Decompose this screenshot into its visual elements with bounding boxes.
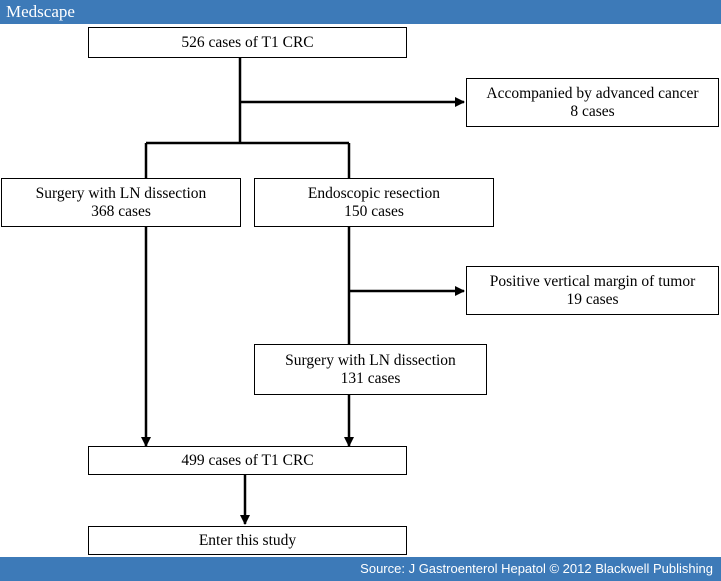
box-excluded-margin-count: 19 cases [566, 290, 619, 308]
bottom-banner: Source: J Gastroenterol Hepatol © 2012 B… [0, 557, 721, 581]
box-endoscopic-count: 150 cases [344, 202, 404, 220]
medscape-logo: Medscape [6, 2, 75, 21]
box-total-cases-label: 526 cases of T1 CRC [181, 33, 314, 51]
box-endoscopic-resection: Endoscopic resection 150 cases [254, 178, 494, 227]
box-excluded-margin-title: Positive vertical margin of tumor [489, 272, 696, 290]
box-final-cases-label: 499 cases of T1 CRC [181, 451, 314, 469]
box-excluded-positive-margin: Positive vertical margin of tumor 19 cas… [466, 266, 719, 315]
box-enter-study-label: Enter this study [198, 531, 297, 549]
box-final-cases: 499 cases of T1 CRC [88, 446, 407, 475]
box-enter-study: Enter this study [88, 526, 407, 555]
top-banner: Medscape [0, 0, 721, 24]
box-total-cases: 526 cases of T1 CRC [88, 27, 407, 58]
box-excluded-advanced-count: 8 cases [570, 102, 615, 120]
box-surgery-ln-count: 368 cases [91, 202, 151, 220]
box-surgery-ln-after-count: 131 cases [340, 369, 401, 387]
box-excluded-advanced-title: Accompanied by advanced cancer [486, 84, 699, 102]
box-surgery-ln-after-title: Surgery with LN dissection [285, 351, 456, 369]
source-credit: Source: J Gastroenterol Hepatol © 2012 B… [360, 561, 713, 576]
box-surgery-ln-title: Surgery with LN dissection [35, 184, 207, 202]
box-surgery-ln-dissection: Surgery with LN dissection 368 cases [1, 178, 241, 227]
box-excluded-advanced-cancer: Accompanied by advanced cancer 8 cases [466, 78, 719, 127]
box-surgery-ln-after-endoscopy: Surgery with LN dissection 131 cases [254, 344, 487, 395]
box-endoscopic-title: Endoscopic resection [307, 184, 441, 202]
